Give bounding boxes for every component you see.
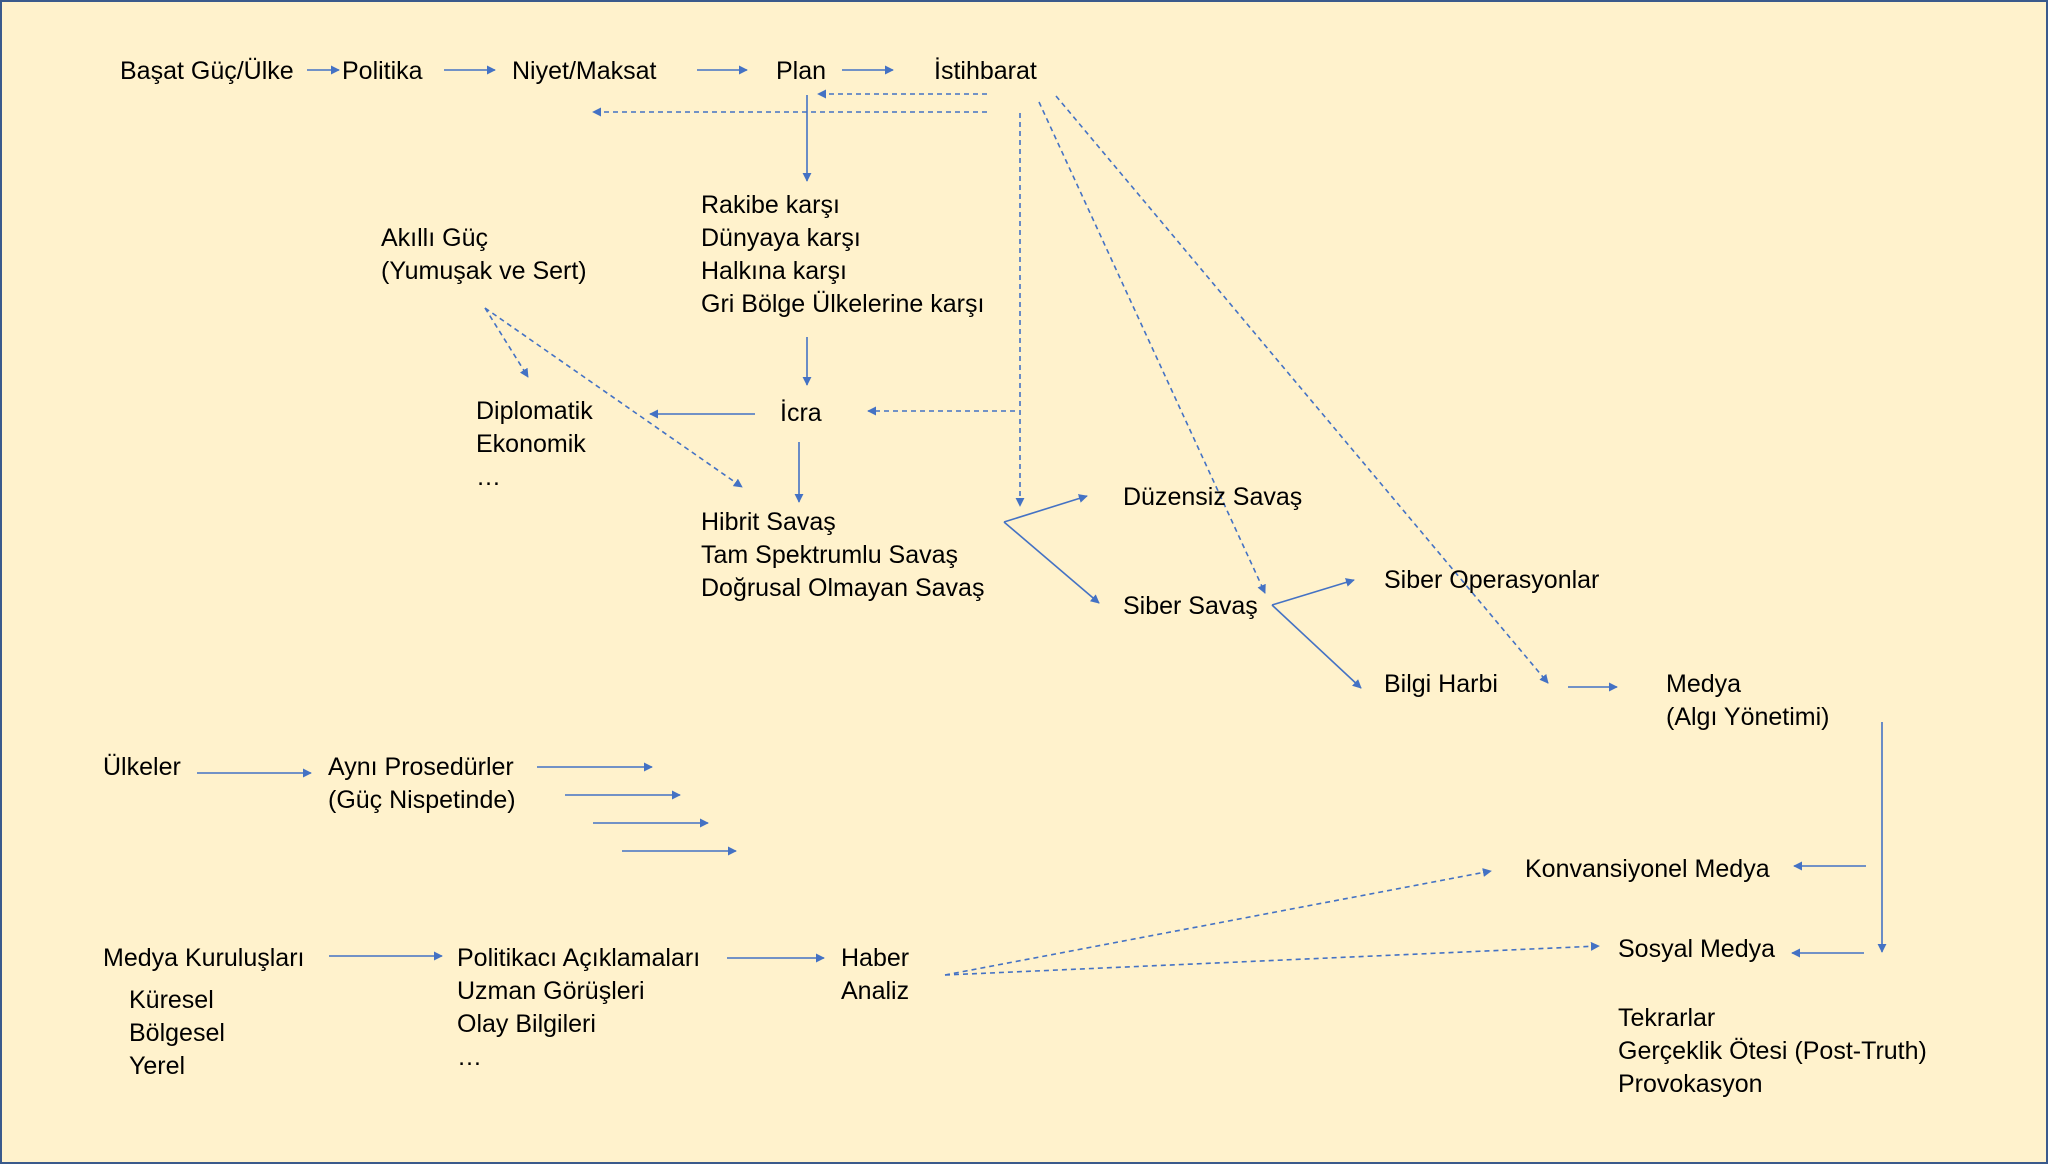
medya-line: (Algı Yönetimi) [1666,703,1830,731]
kaynaklar-line: Politikacı Açıklamaları [457,944,701,972]
ayni-prosedurler-line: (Güç Nispetinde) [328,786,516,814]
sosyal-medya-line: Sosyal Medya [1618,935,1776,963]
haber-analiz-line: Haber [841,944,910,972]
edge-siber-savas-to-siber-operasyonlar [1271,578,1355,606]
node-medya: Medya (Algı Yönetimi) [1666,668,1830,734]
hedefler-line: Dünyaya karşı [701,224,861,252]
edge-akilli-guc-to-savas-turleri [484,307,743,488]
hedefler-line: Halkına karşı [701,257,847,285]
ulkeler-line: Ülkeler [103,753,181,781]
teknikler-line: Tekrarlar [1618,1004,1716,1032]
edge-haber-analiz-to-sosyal-medya [944,941,1600,976]
bilgi-harbi-line: Bilgi Harbi [1384,670,1498,698]
savas-turleri-line: Doğrusal Olmayan Savaş [701,574,985,602]
node-basat-guc: Başat Güç/Ülke [120,55,294,88]
node-siber-operasyonlar: Siber Operasyonlar [1384,564,1599,597]
niyet-line: Niyet/Maksat [512,57,657,85]
basat-guc-line: Başat Güç/Ülke [120,57,294,85]
node-siber-savas: Siber Savaş [1123,590,1258,623]
node-akilli-guc: Akıllı Güç (Yumuşak ve Sert) [381,222,587,288]
medya-line: Medya [1666,670,1742,698]
edge-savas-turleri-to-duzensiz-savas [1003,494,1088,523]
araclar-line: Diplomatik [476,397,593,425]
node-ayni-prosedurler: Aynı Prosedürler (Güç Nispetinde) [328,751,516,817]
node-icra: İcra [780,397,822,430]
hedefler-line: Gri Bölge Ülkelerine karşı [701,290,985,318]
node-ulkeler: Ülkeler [103,751,181,784]
edge-haber-analiz-to-konvansiyonel-medya [944,868,1492,976]
araclar-line: Ekonomik [476,430,586,458]
edge-siber-savas-to-bilgi-harbi [1271,604,1362,689]
konvansiyonel-medya-line: Konvansiyonel Medya [1525,855,1770,883]
plan-line: Plan [776,57,827,85]
teknikler-line: Provokasyon [1618,1070,1763,1098]
node-medya-kuruluslari: Medya Kuruluşları [103,942,304,975]
olcekler-line: Yerel [129,1052,186,1080]
akilli-guc-line: (Yumuşak ve Sert) [381,257,587,285]
duzensiz-savas-line: Düzensiz Savaş [1123,483,1303,511]
akilli-guc-line: Akıllı Güç [381,224,488,252]
istihbarat-line: İstihbarat [934,57,1037,85]
ayni-prosedurler-line: Aynı Prosedürler [328,753,514,781]
node-duzensiz-savas: Düzensiz Savaş [1123,481,1302,514]
node-bilgi-harbi: Bilgi Harbi [1384,668,1498,701]
node-istihbarat: İstihbarat [934,55,1037,88]
siber-savas-line: Siber Savaş [1123,592,1258,620]
node-politika: Politika [342,55,423,88]
kaynaklar-line: … [457,1043,482,1071]
node-niyet: Niyet/Maksat [512,55,656,88]
olcekler-line: Küresel [129,986,214,1014]
teknikler-line: Gerçeklik Ötesi (Post-Truth) [1618,1037,1927,1065]
edge-istihbarat-to-bilgi-harbi [1055,95,1549,684]
medya-kuruluslari-line: Medya Kuruluşları [103,944,305,972]
hedefler-line: Rakibe karşı [701,191,840,219]
node-konvansiyonel-medya: Konvansiyonel Medya [1525,853,1770,886]
edge-savas-turleri-to-siber-savas [1003,521,1100,604]
savas-turleri-line: Hibrit Savaş [701,508,836,536]
node-sosyal-medya: Sosyal Medya [1618,933,1775,966]
haber-analiz-line: Analiz [841,977,910,1005]
kaynaklar-line: Uzman Görüşleri [457,977,645,1005]
edge-akilli-guc-to-araclar [484,307,529,378]
kaynaklar-line: Olay Bilgileri [457,1010,596,1038]
icra-line: İcra [780,399,822,427]
politika-line: Politika [342,57,423,85]
olcekler-line: Bölgesel [129,1019,225,1047]
node-plan: Plan [776,55,826,88]
siber-operasyonlar-line: Siber Operasyonlar [1384,566,1600,594]
araclar-line: … [476,463,501,491]
savas-turleri-line: Tam Spektrumlu Savaş [701,541,959,569]
edge-istihbarat-to-siber-savas [1038,101,1266,594]
